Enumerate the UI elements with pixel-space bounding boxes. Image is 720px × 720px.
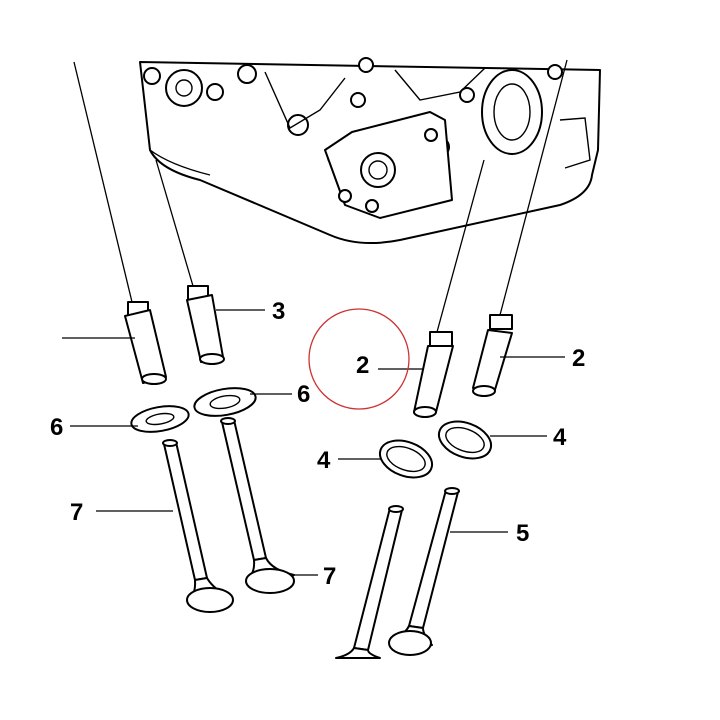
seal-ring-left-b	[193, 387, 257, 417]
cylinder-head-casting	[139, 57, 601, 244]
callout-valve-left-b: 7	[323, 563, 336, 590]
seal-ring-left-a	[130, 405, 190, 433]
highlight-circle	[308, 308, 410, 410]
callout-seal-ring-right-b: 4	[553, 424, 567, 451]
callout-seal-ring-left-b: 6	[297, 381, 310, 408]
callout-valve-left-a: 7	[70, 499, 83, 526]
valve-left-a	[162, 439, 234, 613]
callout-seal-ring-right-a: 4	[317, 447, 331, 474]
valve-right-b	[388, 487, 460, 656]
valve-guide-left-a	[124, 301, 167, 385]
callout-seal-ring-left-a: 6	[50, 414, 63, 441]
seal-ring-right-a	[378, 439, 434, 479]
callout-valve-guide-right-a: 2	[356, 352, 369, 379]
callout-valve-right: 5	[516, 520, 529, 547]
valve-guide-right-a	[413, 331, 454, 418]
seal-ring-right-b	[437, 420, 493, 460]
valve-guide-left-b	[186, 285, 225, 365]
callout-valve-guide-left: 3	[272, 298, 285, 325]
leader-lines	[62, 309, 565, 576]
valve-left-b	[220, 417, 295, 594]
valve-right-a	[335, 505, 404, 659]
valve-axis-lines	[73, 59, 568, 333]
callout-valve-guide-right-b: 2	[572, 345, 585, 372]
valve-guide-right-b	[472, 314, 513, 397]
